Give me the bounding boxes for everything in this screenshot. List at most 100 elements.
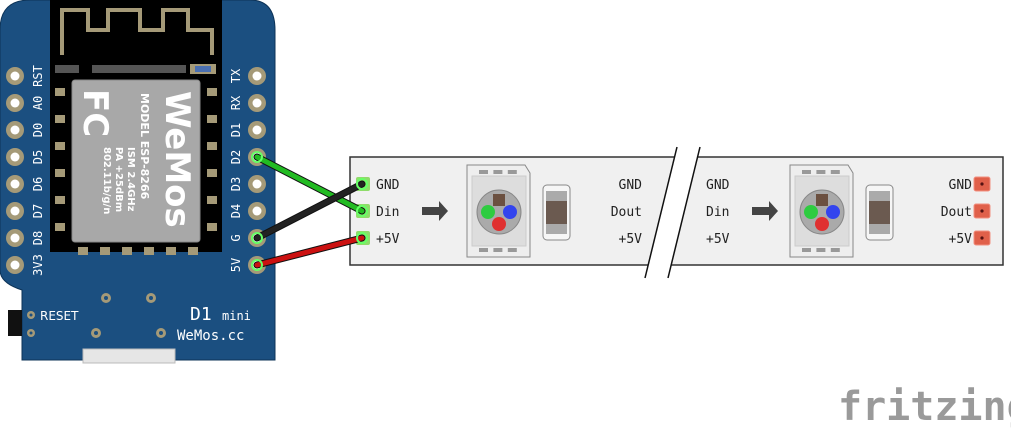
fritzing-logo: fritzing [838, 384, 1011, 430]
brand-site: WeMos.cc [177, 328, 244, 344]
strip-input-label: GND [376, 178, 400, 193]
pin-label: TX [229, 68, 243, 83]
strip-output-label: +5V [619, 232, 643, 247]
strip-input-label: Din [376, 205, 399, 220]
pin-hole [10, 179, 20, 189]
pad-hole [980, 236, 984, 240]
led-controller-die [493, 194, 505, 206]
pin-label: D4 [229, 204, 243, 218]
pin-hole [10, 98, 20, 108]
break-line [644, 146, 678, 279]
blue-led-die [826, 205, 840, 219]
module-protocol: 802.11b/g/n [101, 147, 112, 214]
data-direction-arrow-icon [422, 201, 448, 221]
capacitor-body [546, 201, 567, 224]
castellated-pads [55, 88, 217, 255]
module-brand: WeMos [157, 91, 197, 228]
module-model: MODEL ESP-8266 [138, 93, 151, 200]
led-lead [830, 170, 840, 174]
strip-output-label: GND [949, 178, 973, 193]
data-direction-arrow-icon [752, 201, 778, 221]
pin-hole [252, 179, 262, 189]
strip-output-label: Dout [941, 205, 972, 220]
wire-end [251, 259, 263, 271]
wire-d2-to-din[interactable] [254, 154, 365, 214]
pin-label: D2 [229, 150, 243, 164]
led-lead [816, 248, 826, 252]
led-lead [507, 248, 517, 252]
led-lead [507, 170, 517, 174]
pin-hole [10, 206, 20, 216]
pin-label: D8 [31, 231, 45, 245]
blue-led-die [503, 205, 517, 219]
red-led-die [815, 217, 829, 231]
pin-hole [10, 152, 20, 162]
wire-g-to-gnd[interactable] [254, 181, 365, 241]
led-lead [830, 248, 840, 252]
usb-port[interactable] [82, 348, 176, 364]
pin-label: 5V [229, 258, 243, 272]
module-ism: ISM 2.4GHz [125, 147, 136, 212]
green-led-die [804, 205, 818, 219]
strip-output-label: +5V [949, 232, 973, 247]
board-name: D1 [190, 304, 212, 325]
module-pads [55, 65, 186, 73]
wemos-d1-mini-board[interactable]: WeMos FC MODEL ESP-8266 ISM 2.4GHz PA +2… [0, 0, 276, 364]
fcc-mark: FC [75, 89, 115, 137]
antenna-trace [60, 8, 214, 55]
pin-label: D1 [229, 123, 243, 137]
pin-label: RST [31, 65, 45, 87]
pin-hole [252, 71, 262, 81]
wire-end [356, 232, 368, 244]
strip-input-label: +5V [706, 232, 730, 247]
pin-label: D7 [31, 204, 45, 218]
strip-input-label: +5V [376, 232, 400, 247]
led-lead [816, 170, 826, 174]
smd-resistor-body [195, 66, 211, 72]
led-lead [493, 248, 503, 252]
pin-label: A0 [31, 96, 45, 110]
pin-hole [10, 233, 20, 243]
strip-segment-2: GND GND Din Dout +5V +5V [706, 164, 991, 258]
led-lead [479, 170, 488, 174]
pin-label: 3V3 [31, 254, 45, 276]
wire-end [251, 232, 263, 244]
red-led-die [492, 217, 506, 231]
pin-hole [10, 125, 20, 135]
strip-input-label: GND [706, 178, 730, 193]
wire-end [356, 205, 368, 217]
led-lens [476, 189, 522, 235]
pin-label: D0 [31, 123, 45, 137]
led-lead [479, 248, 488, 252]
led-strip[interactable]: GND GND Din Dout +5V +5V GND GND Din Dout +5V +5V [349, 146, 1004, 279]
pin-label: D5 [31, 150, 45, 164]
pin-hole [10, 71, 20, 81]
pin-hole [252, 125, 262, 135]
strip-output-label: Dout [611, 205, 642, 220]
led-lead [802, 248, 811, 252]
pin-hole [10, 260, 20, 270]
reset-label: RESET [40, 309, 79, 323]
led-lead [802, 170, 811, 174]
wire-5v-to-5v[interactable] [254, 235, 365, 268]
module-pa: PA +25dBm [113, 147, 124, 212]
strip-output-label: GND [619, 178, 643, 193]
wire-end [356, 178, 368, 190]
pin-label: RX [229, 95, 243, 110]
board-name-suffix: mini [222, 309, 251, 323]
led-lens [799, 189, 845, 235]
rf-shield [71, 79, 201, 243]
break-line [667, 146, 701, 279]
pad-hole [980, 209, 984, 213]
reset-button[interactable] [8, 310, 22, 336]
wires [251, 151, 368, 271]
pin-label: D6 [31, 177, 45, 191]
led-controller-die [816, 194, 828, 206]
pad-hole [980, 182, 984, 186]
strip-input-label: Din [706, 205, 729, 220]
pin-label: D3 [229, 177, 243, 191]
led-lead [493, 170, 503, 174]
strip-segment-1: GND GND Din Dout +5V +5V [356, 164, 643, 258]
pin-hole [252, 206, 262, 216]
